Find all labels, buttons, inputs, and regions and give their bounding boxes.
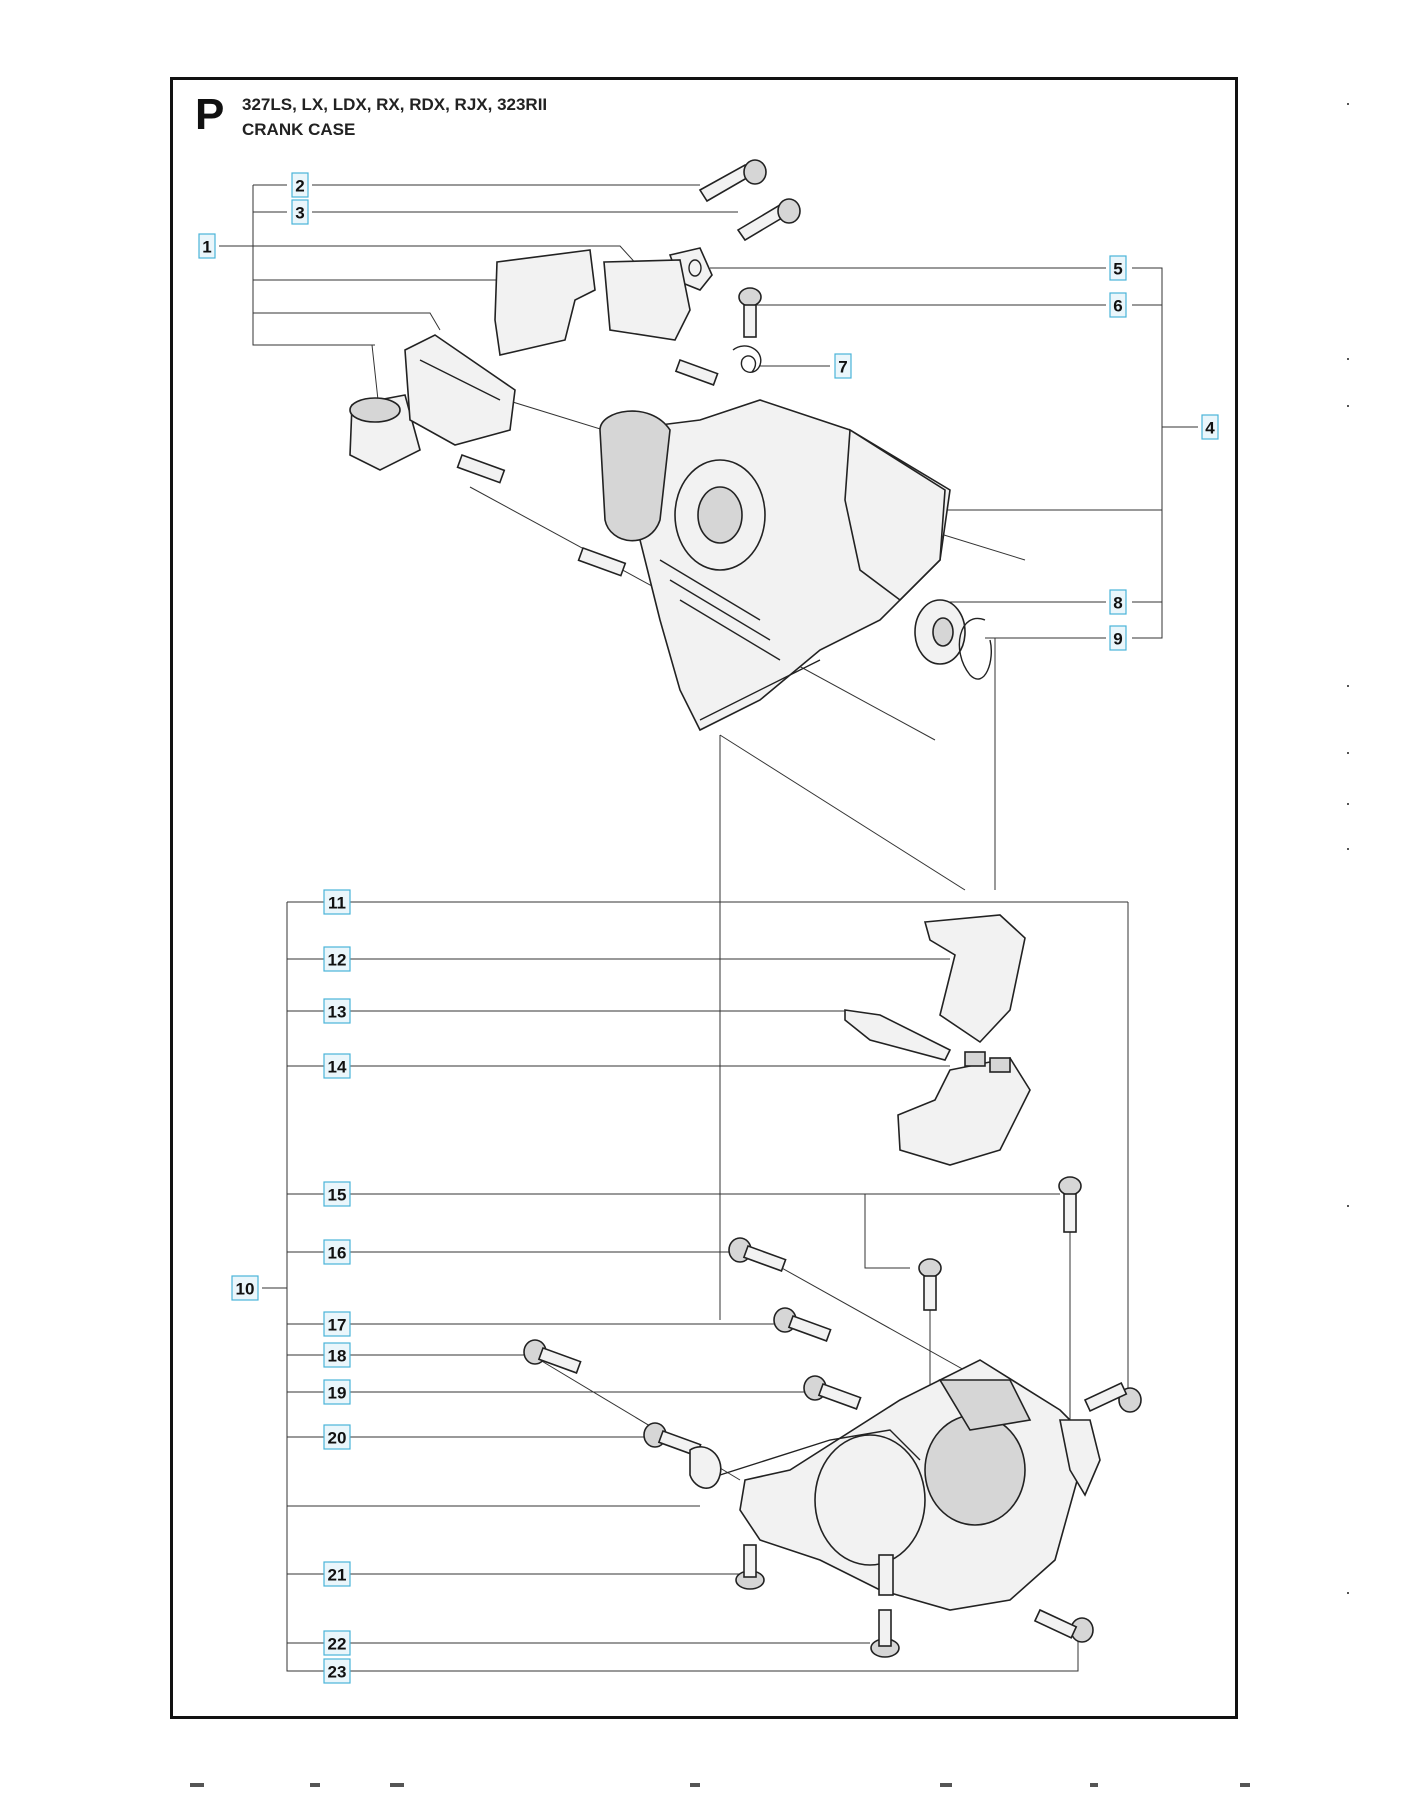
screw-part-6-icon <box>738 287 762 338</box>
callout-number: 8 <box>1113 594 1122 613</box>
callout-number: 6 <box>1113 297 1122 316</box>
callout-number: 10 <box>236 1280 255 1299</box>
callout-number: 7 <box>838 358 847 377</box>
plate-part-13-icon <box>844 1009 952 1061</box>
screw-right-side-icon <box>1083 1382 1142 1413</box>
callout-2: 2 <box>291 172 309 198</box>
margin-mark <box>1347 685 1349 687</box>
margin-mark <box>1347 358 1349 360</box>
bearing-half-shell-1-icon <box>494 249 691 356</box>
margin-mark <box>1347 1205 1349 1207</box>
leader-lines-bottom <box>262 901 1129 1672</box>
callout-13: 13 <box>323 998 351 1024</box>
callout-number: 23 <box>328 1663 347 1682</box>
callout-number: 9 <box>1113 630 1122 649</box>
screw-part-18-icon <box>523 1339 582 1374</box>
retaining-ring-part-9-icon <box>958 617 992 680</box>
callout-16: 16 <box>323 1239 351 1265</box>
callout-14: 14 <box>323 1053 351 1079</box>
callout-number: 3 <box>295 204 304 223</box>
callout-12: 12 <box>323 946 351 972</box>
screw-part-22-icon <box>870 1554 900 1658</box>
margin-mark <box>1347 103 1349 105</box>
gasket-part-12-icon <box>923 914 1026 1044</box>
callout-8: 8 <box>1109 589 1127 615</box>
callout-5: 5 <box>1109 255 1127 281</box>
crank-case-half-bottom-icon <box>689 1359 1101 1611</box>
callout-23: 23 <box>323 1658 351 1684</box>
screw-part-2-icon <box>698 159 767 203</box>
callout-17: 17 <box>323 1311 351 1337</box>
callout-3: 3 <box>291 199 309 225</box>
crank-case-half-top-icon <box>599 399 951 732</box>
callout-number: 20 <box>328 1429 347 1448</box>
section-letter: P <box>195 90 225 139</box>
screw-part-15-icon <box>1058 1176 1082 1233</box>
callout-9: 9 <box>1109 625 1127 651</box>
callout-1: 1 <box>198 233 216 259</box>
margin-mark <box>1347 803 1349 805</box>
screw-part-17-icon <box>773 1307 832 1342</box>
callout-number: 21 <box>328 1566 347 1585</box>
callout-15: 15 <box>323 1181 351 1207</box>
screw-part-3-icon <box>736 198 801 242</box>
screw-part-15b-icon <box>918 1258 942 1311</box>
callout-22: 22 <box>323 1630 351 1656</box>
callout-number: 14 <box>328 1058 347 1077</box>
callout-19: 19 <box>323 1379 351 1405</box>
bushing-part-left-icon <box>349 394 421 471</box>
callout-number: 13 <box>328 1003 347 1022</box>
margin-mark <box>1347 1592 1349 1594</box>
callout-21: 21 <box>323 1561 351 1587</box>
spring-clip-part-7-icon <box>732 345 762 373</box>
margin-mark <box>1347 848 1349 850</box>
diagram-title: CRANK CASE <box>242 120 356 139</box>
screw-part-16-icon <box>728 1237 787 1272</box>
margin-mark <box>1347 752 1349 754</box>
model-list: 327LS, LX, LDX, RX, RDX, RJX, 323RII <box>242 95 548 114</box>
stud-part-left-icon <box>456 358 719 577</box>
diagram-frame <box>170 77 1238 1719</box>
bearing-holder-left-icon <box>404 334 516 446</box>
bearing-holder-part-14-icon <box>897 1051 1031 1166</box>
callout-number: 19 <box>328 1384 347 1403</box>
callout-number: 2 <box>295 177 304 196</box>
callout-number: 4 <box>1205 419 1215 438</box>
callout-number: 16 <box>328 1244 347 1263</box>
footer-strip <box>190 1783 1250 1789</box>
callout-number: 15 <box>328 1186 347 1205</box>
screw-part-19-icon <box>803 1375 862 1410</box>
callout-number: 1 <box>202 238 211 257</box>
bearing-part-8-icon <box>914 599 966 665</box>
callout-18: 18 <box>323 1342 351 1368</box>
margin-mark <box>1347 405 1349 407</box>
callout-number: 12 <box>328 951 347 970</box>
screw-part-23-icon <box>1033 1608 1094 1643</box>
callout-number: 5 <box>1113 260 1122 279</box>
callout-11: 11 <box>323 889 351 915</box>
callout-10: 10 <box>231 1275 259 1301</box>
leader-lines-top <box>219 184 1198 1320</box>
callout-number: 11 <box>328 894 346 913</box>
callout-number: 22 <box>328 1635 347 1654</box>
screw-part-21-icon <box>735 1544 765 1590</box>
callout-number: 17 <box>328 1316 347 1335</box>
callout-number: 18 <box>328 1347 347 1366</box>
callout-20: 20 <box>323 1424 351 1450</box>
callout-4: 4 <box>1201 414 1219 440</box>
callout-7: 7 <box>834 353 852 379</box>
callout-6: 6 <box>1109 292 1127 318</box>
